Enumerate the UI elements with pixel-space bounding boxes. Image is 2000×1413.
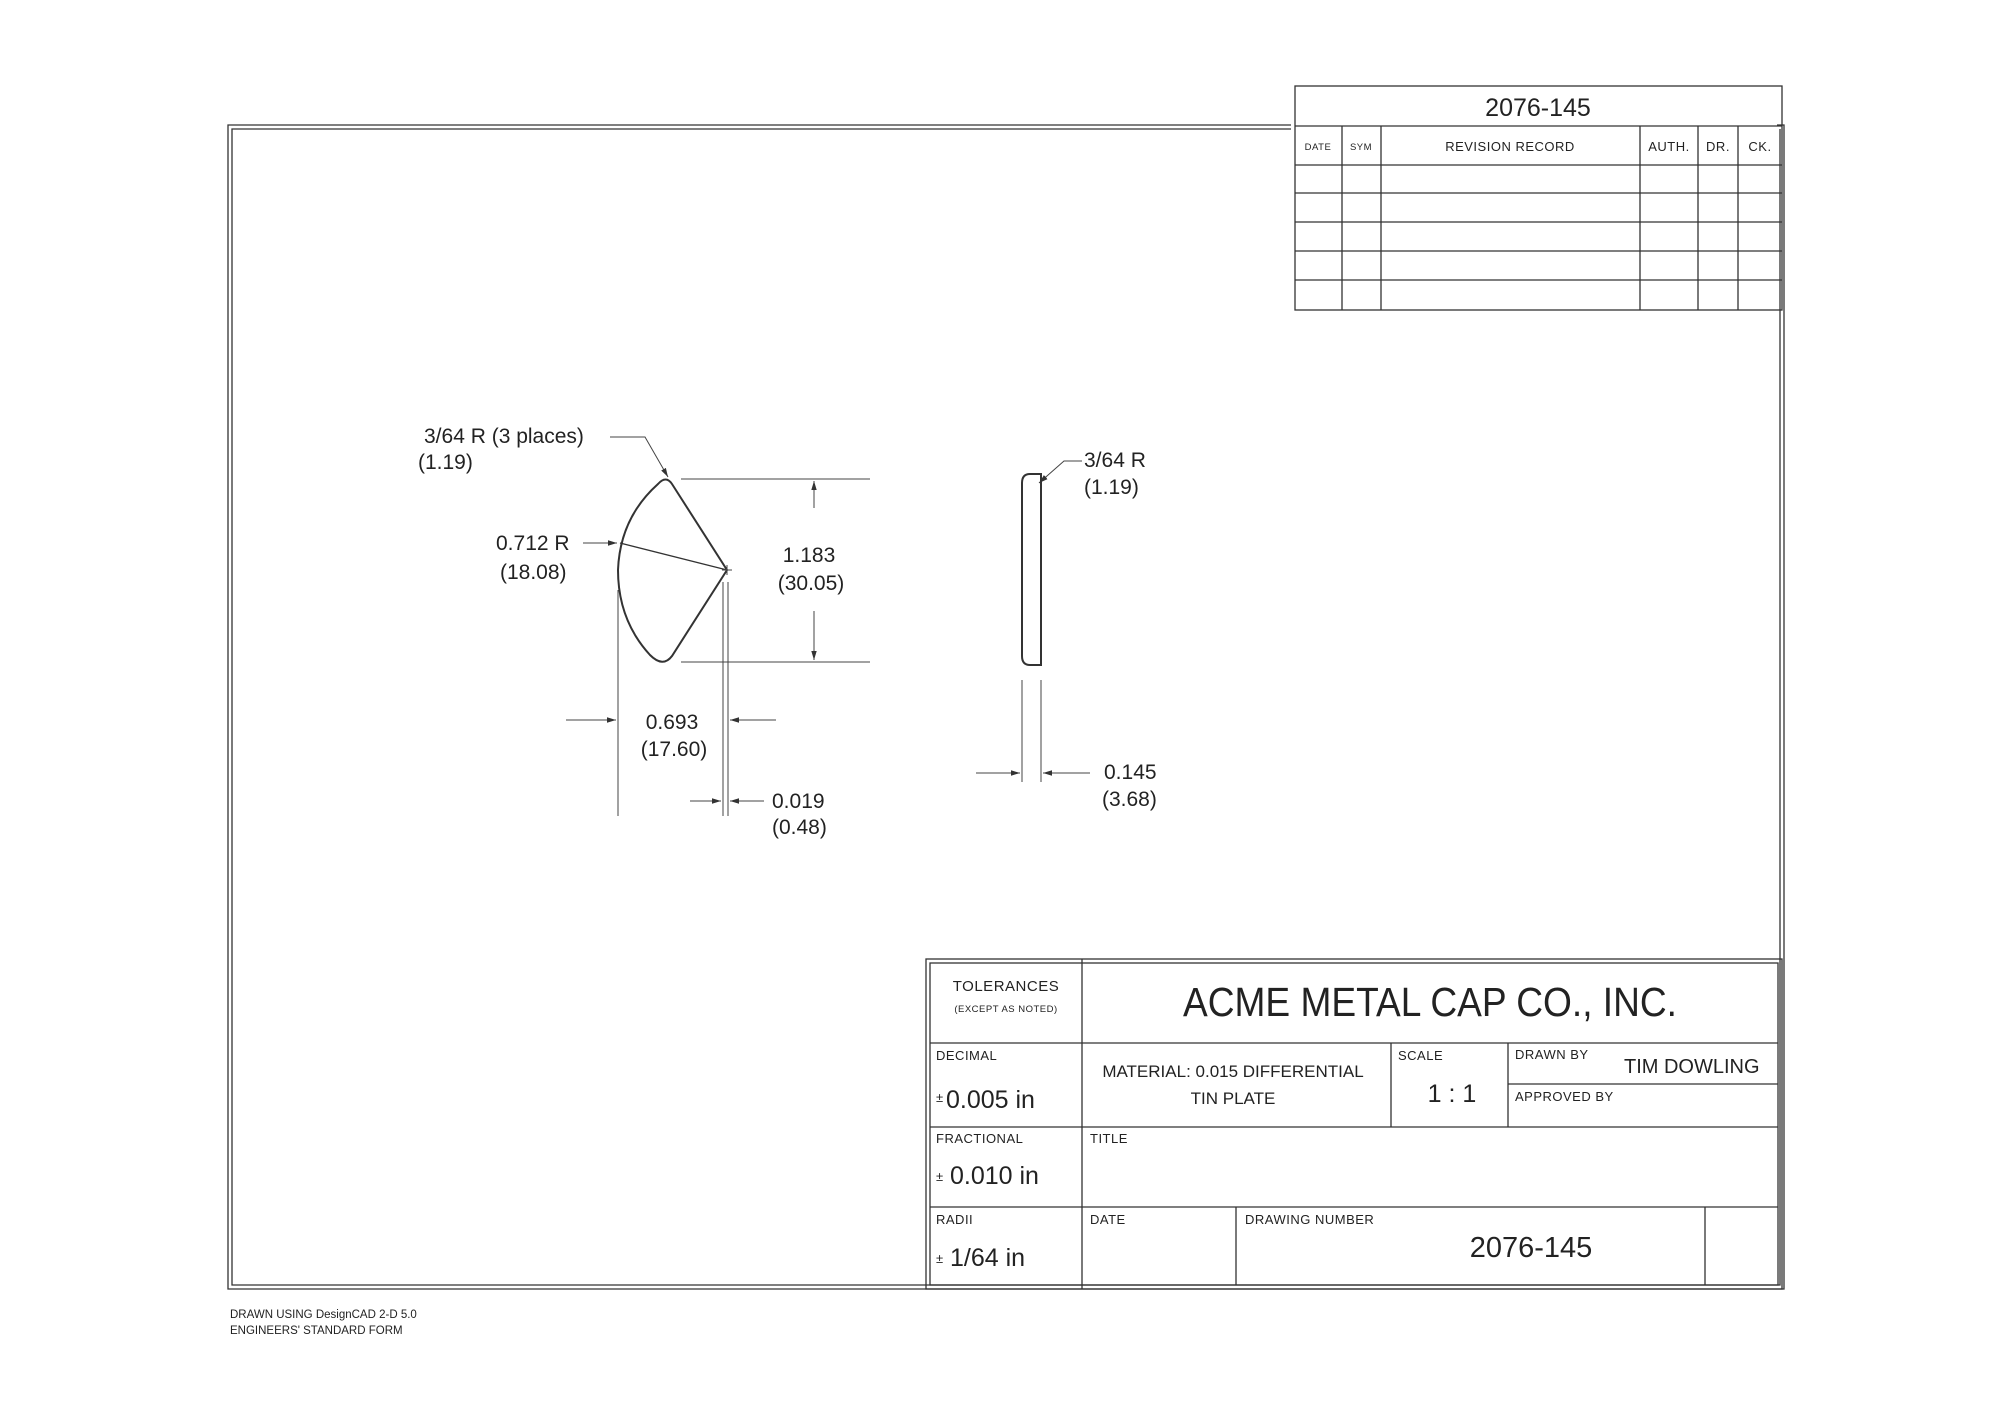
footer-notes: DRAWN USING DesignCAD 2-D 5.0 ENGINEERS'…	[230, 1309, 417, 1337]
decimal-value: 0.005 in	[946, 1086, 1035, 1114]
scale-value: 1 : 1	[1428, 1080, 1477, 1108]
revision-header-ck: CK.	[1748, 139, 1771, 154]
decimal-plus-minus: ±	[936, 1090, 944, 1105]
title-label: TITLE	[1090, 1131, 1128, 1146]
arc-radius-note: 0.712 R	[496, 532, 570, 555]
fractional-label: FRACTIONAL	[936, 1131, 1023, 1146]
approved-by-label: APPROVED BY	[1515, 1089, 1614, 1104]
decimal-label: DECIMAL	[936, 1048, 997, 1063]
drawn-by-label: DRAWN BY	[1515, 1047, 1589, 1062]
side-view-outline	[1021, 473, 1042, 666]
revision-header-sym: SYM	[1350, 142, 1372, 153]
height-dimension: 1.183	[783, 544, 836, 567]
corner-radius-note: 3/64 R (3 places)	[424, 425, 584, 448]
revision-block: 2076-145 DATE SYM REVISION RECORD AUTH. …	[1294, 85, 1783, 311]
thickness-dimension: 0.145	[1104, 761, 1157, 784]
radii-value: 1/64 in	[950, 1244, 1025, 1272]
date-label: DATE	[1090, 1212, 1126, 1227]
footer-line-2: ENGINEERS' STANDARD FORM	[230, 1325, 403, 1337]
width-dimension-mm: (17.60)	[641, 738, 708, 761]
title-block: TOLERANCES (EXCEPT AS NOTED) ACME METAL …	[925, 958, 1783, 1290]
revision-header-date: DATE	[1305, 142, 1332, 153]
arc-radius-note-mm: (18.08)	[500, 561, 567, 584]
drawing-number-label: DRAWING NUMBER	[1245, 1212, 1374, 1227]
sheet-border	[227, 124, 1785, 1290]
radius-line	[619, 542, 728, 571]
drawn-by-value: TIM DOWLING	[1624, 1056, 1760, 1078]
side-corner-radius-note-mm: (1.19)	[1084, 476, 1139, 499]
scale-label: SCALE	[1398, 1048, 1443, 1063]
footer-line-1: DRAWN USING DesignCAD 2-D 5.0	[230, 1309, 417, 1321]
height-dimension-mm: (30.05)	[778, 572, 845, 595]
revision-header-dr: DR.	[1706, 139, 1730, 154]
side-view: 0.145 (3.68) 3/64 R (1.19)	[976, 449, 1157, 811]
offset-dimension: 0.019	[772, 790, 825, 813]
width-dimension: 0.693	[646, 711, 699, 734]
front-view: 1.183 (30.05) 0.693 (17.60) 0.019 (0.48)…	[418, 425, 870, 839]
fractional-plus-minus: ±	[936, 1169, 944, 1184]
fractional-value: 0.010 in	[950, 1162, 1039, 1190]
radii-label: RADII	[936, 1212, 973, 1227]
drawing-number: 2076-145	[1470, 1232, 1593, 1264]
revision-header-auth: AUTH.	[1648, 139, 1690, 154]
side-corner-radius-note: 3/64 R	[1084, 449, 1146, 472]
corner-radius-note-mm: (1.19)	[418, 451, 473, 474]
radii-plus-minus: ±	[936, 1251, 944, 1266]
revision-block-number: 2076-145	[1485, 94, 1591, 122]
thickness-dimension-mm: (3.68)	[1102, 788, 1157, 811]
revision-header-record: REVISION RECORD	[1445, 139, 1575, 154]
tolerances-label: TOLERANCES	[953, 978, 1059, 995]
material-line-1: MATERIAL: 0.015 DIFFERENTIAL	[1102, 1062, 1363, 1081]
company-name: ACME METAL CAP CO., INC.	[1183, 979, 1677, 1025]
offset-dimension-mm: (0.48)	[772, 816, 827, 839]
front-view-outline	[616, 478, 729, 663]
material-line-2: TIN PLATE	[1191, 1089, 1276, 1108]
tolerances-note: (EXCEPT AS NOTED)	[954, 1004, 1057, 1015]
